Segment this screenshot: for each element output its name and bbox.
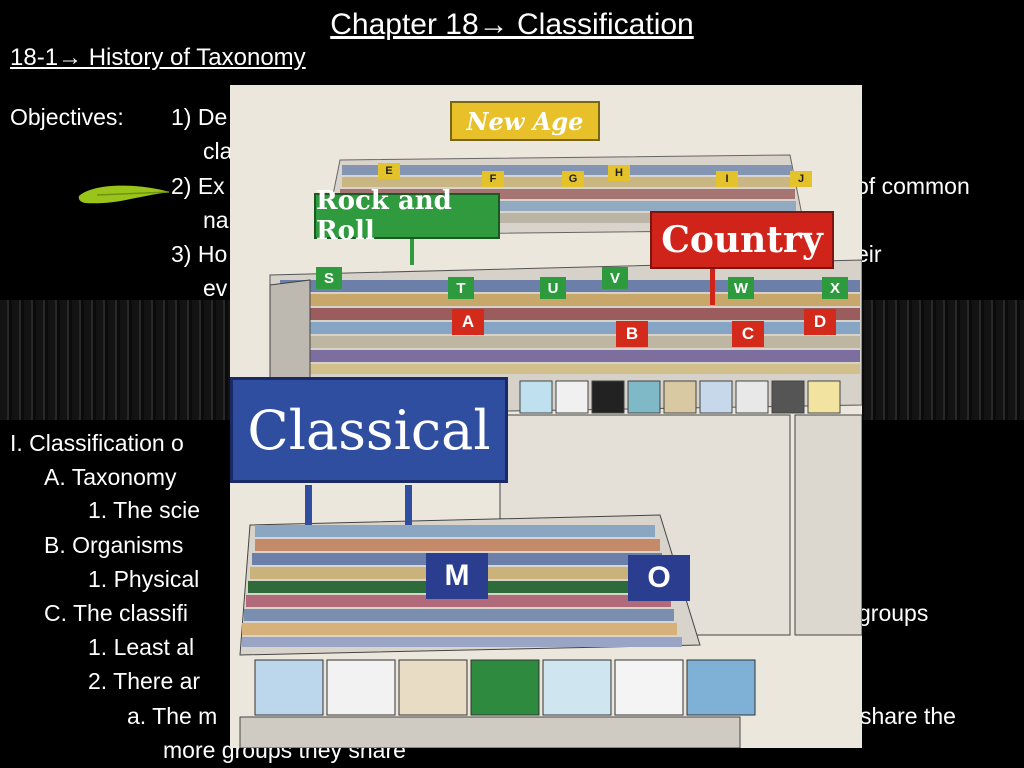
outline-line-2: A. Taxonomy [44, 464, 177, 490]
objective-1-line1: 1) De [171, 104, 228, 130]
sign-new-age: New Age [450, 101, 600, 141]
tab-s: S [316, 267, 342, 289]
slide-title: Chapter 18→ Classification [330, 8, 694, 41]
outline-line-8: 2. There ar [88, 668, 201, 694]
tab-j: J [790, 171, 812, 187]
outline-line-5: 1. Physical [88, 566, 200, 592]
outline-right-groups: groups [858, 600, 929, 626]
tab-x: X [822, 277, 848, 299]
tab-g: G [562, 171, 584, 187]
outline-line-3: 1. The scie [88, 497, 201, 523]
sign-classical: Classical [230, 377, 508, 483]
objective-3-line2: ev [203, 275, 228, 301]
tab-c: C [732, 321, 764, 347]
tab-d: D [804, 309, 836, 335]
tab-a: A [452, 309, 484, 335]
tab-v: V [602, 267, 628, 289]
objectives-label: Objectives: [10, 104, 124, 130]
section-heading: 18-1→ History of Taxonomy [10, 44, 306, 71]
tab-t: T [448, 277, 474, 299]
objective-2-right: of common [856, 173, 970, 199]
tab-f: F [482, 171, 504, 187]
tab-i: I [716, 171, 738, 187]
outline-line-9: a. The m [127, 703, 218, 729]
objective-1-line2: cla [203, 138, 233, 164]
outline-right-share: share the [860, 703, 956, 729]
tab-u: U [540, 277, 566, 299]
outline-line-6: C. The classifi [44, 600, 189, 626]
outline-line-4: B. Organisms [44, 532, 184, 558]
outline-line-7: 1. Least al [88, 634, 195, 660]
leaf-icon [78, 185, 170, 204]
tab-o: O [628, 555, 690, 601]
tab-w: W [728, 277, 754, 299]
tab-m: M [426, 553, 488, 599]
objective-2-line2: na [203, 207, 229, 233]
sign-country: Country [650, 211, 834, 269]
record-store-illustration: New Age Rock and Roll Country Classical … [230, 85, 862, 748]
outline-line-1: I. Classification o [10, 430, 184, 456]
tab-b: B [616, 321, 648, 347]
sign-rock-and-roll: Rock and Roll [314, 186, 500, 246]
tab-e: E [378, 163, 400, 179]
objective-2-line1: 2) Ex [171, 173, 225, 199]
objective-3-line1: 3) Ho [171, 241, 228, 267]
tab-h: H [608, 165, 630, 181]
